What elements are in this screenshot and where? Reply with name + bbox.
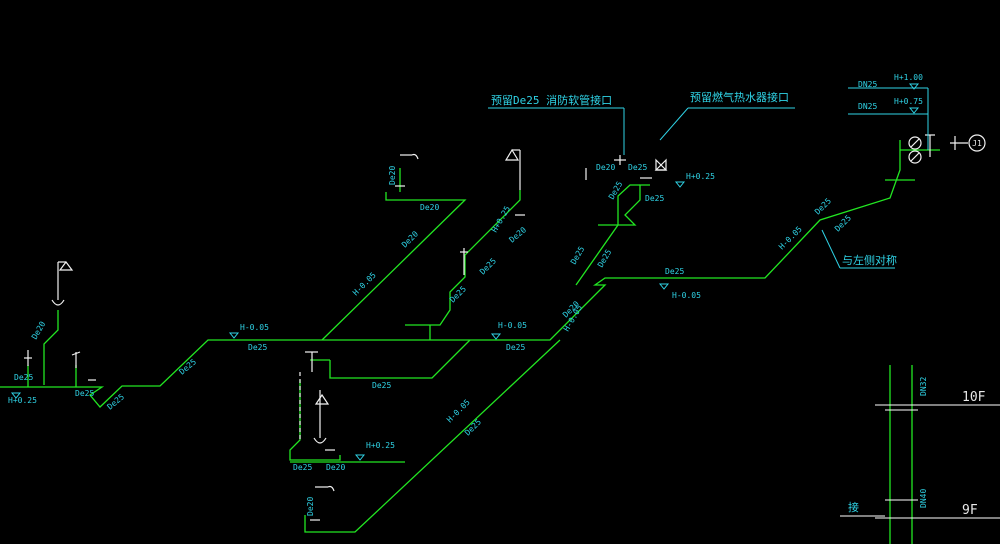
elevation-label: H-0.05: [777, 224, 804, 251]
pipe-mid-run: [395, 140, 901, 341]
size-label: De25: [14, 373, 33, 382]
elevation-label: H+0.25: [490, 204, 512, 234]
note-gas-heater: 预留燃气热水器接口: [690, 90, 789, 104]
pipe-heater-branch: [575, 184, 640, 286]
pipe-lower-diag: [304, 339, 561, 533]
pipe-lower-branch: [289, 380, 341, 461]
faucet-lower-icon: [310, 485, 335, 521]
floor-label-10f: 10F: [962, 390, 986, 405]
faucet-upper-icon: [395, 153, 419, 187]
size-label: De25: [506, 343, 525, 352]
size-label: De25: [178, 357, 199, 376]
size-label: De25: [596, 248, 614, 269]
elevation-label: H-0.05: [351, 270, 378, 297]
pipe-mid-branch: [405, 190, 521, 326]
size-label: DN25: [858, 80, 877, 89]
elevation-label: H+0.25: [8, 396, 37, 405]
size-label: De25: [569, 245, 587, 266]
pipe-center-loop: [329, 339, 471, 379]
elevation-label: H+0.25: [366, 441, 395, 450]
riser-size-label: DN32: [919, 377, 928, 396]
note-symmetric: 与左侧对称: [842, 253, 897, 267]
elevation-label: H+1.00: [894, 73, 923, 82]
size-label: De25: [372, 381, 391, 390]
size-label: De20: [30, 320, 48, 341]
pipe-upper-diag: [321, 192, 467, 341]
size-label: De25: [813, 196, 833, 216]
elevation-label: H-0.05: [672, 291, 701, 300]
size-label: De25: [607, 180, 625, 201]
size-label: De20: [326, 463, 345, 472]
size-label: De20: [388, 166, 397, 185]
size-label: De25: [248, 343, 267, 352]
note-riser-connect: 接: [848, 501, 859, 514]
annotation-leaders: [488, 87, 1000, 519]
size-label: De20: [508, 225, 529, 244]
riser-tag-icon: J1: [968, 134, 986, 152]
note-fire-interface: 预留De25 消防软管接口: [491, 93, 612, 107]
pipe-network: [0, 140, 940, 544]
annotation-notes: 预留De25 消防软管接口 预留燃气热水器接口 与左侧对称 接 10F 9F: [491, 90, 986, 518]
riser-tag-label: J1: [972, 139, 982, 148]
pipe-heater-loop: [598, 184, 650, 226]
shower-right-icon: [460, 148, 525, 275]
size-label: De25: [833, 213, 853, 233]
elevation-label: H+0.25: [686, 172, 715, 181]
size-label: De25: [478, 256, 498, 276]
size-label: De25: [628, 163, 647, 172]
size-labels: H+0.25 De25 De25 De25 De20 De25 H-0.05 D…: [8, 73, 928, 516]
elevation-label: H+0.75: [894, 97, 923, 106]
size-label: De20: [596, 163, 615, 172]
floor-label-9f: 9F: [962, 503, 978, 518]
size-label: De25: [106, 392, 127, 411]
elevation-markers: [10, 83, 920, 461]
size-label: De25: [645, 194, 664, 203]
pipe-left-riser: [43, 310, 59, 385]
valve-left-icon: [24, 350, 96, 381]
size-label: De20: [306, 497, 315, 516]
elevation-label: H-0.05: [445, 397, 472, 424]
size-label: De25: [463, 417, 483, 437]
size-label: De25: [293, 463, 312, 472]
size-label: De25: [665, 267, 684, 276]
center-shower-icon: [299, 351, 335, 451]
elevation-label: H-0.05: [240, 323, 269, 332]
size-label: DN25: [858, 102, 877, 111]
size-label: De25: [75, 389, 94, 398]
shower-left-icon: [51, 261, 74, 306]
fixtures: J1: [24, 134, 986, 521]
size-label: De25: [448, 284, 468, 304]
meter-icon: [908, 134, 968, 164]
riser-size-label: DN40: [919, 489, 928, 508]
size-label: De20: [420, 203, 439, 212]
pipe-left-branch: [0, 339, 395, 408]
heater-valve-icon: [585, 155, 668, 180]
elevation-label: H-0.05: [498, 321, 527, 330]
